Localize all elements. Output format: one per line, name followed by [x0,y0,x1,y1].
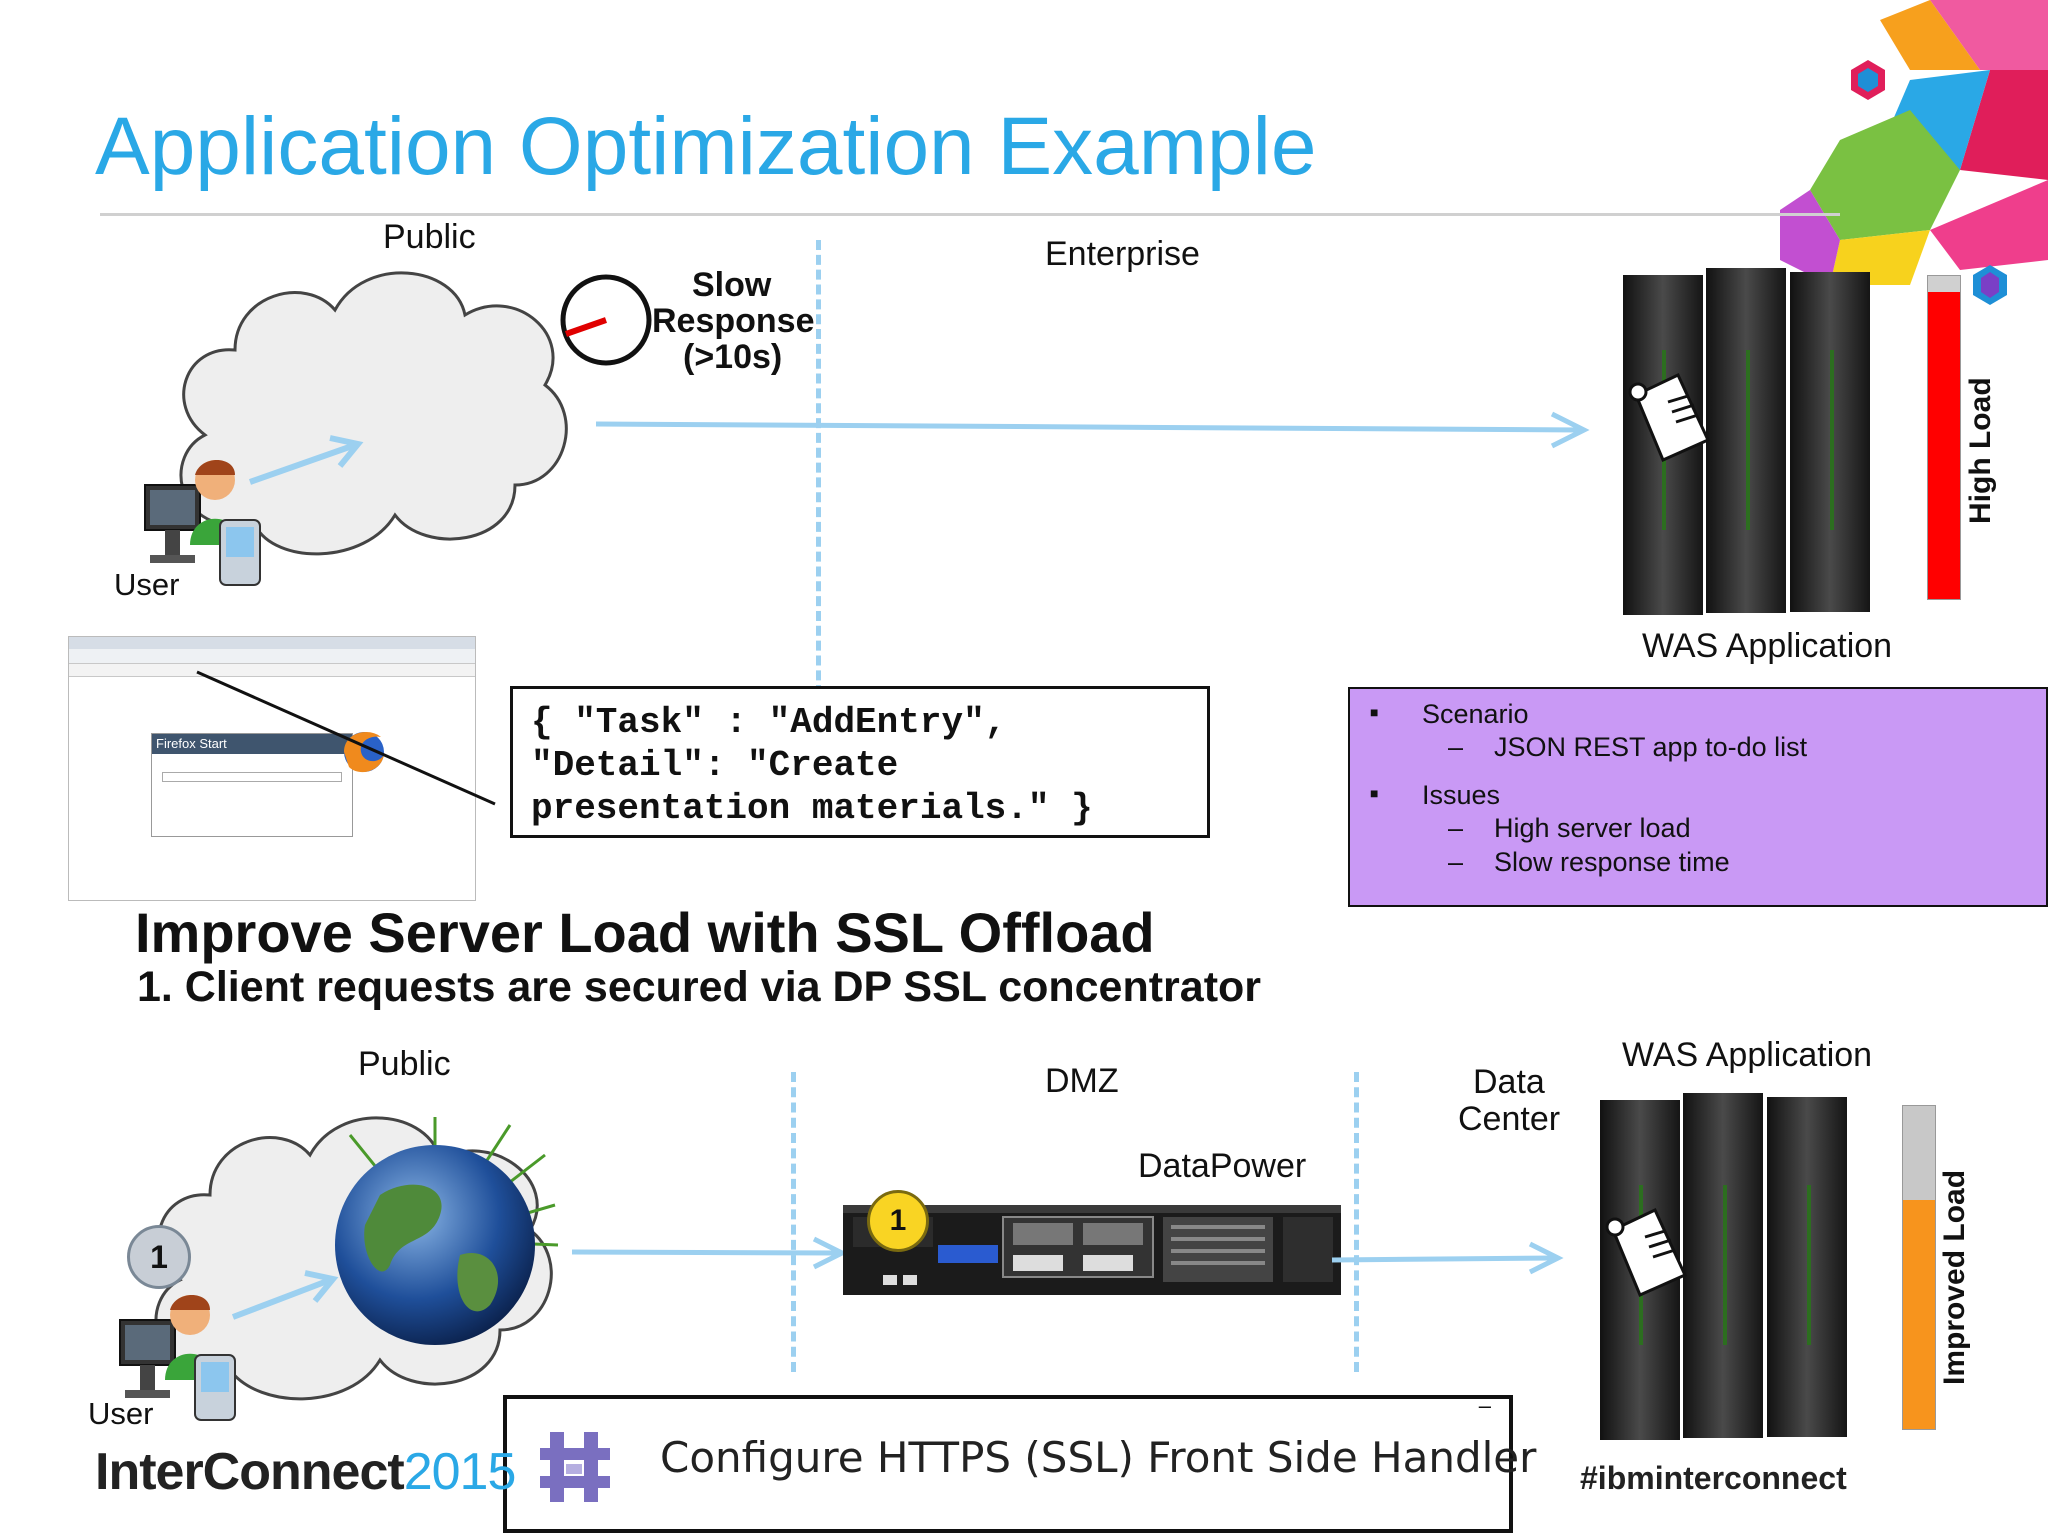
bottom-dmz-label: DMZ [1045,1062,1119,1100]
dmz-right-divider [1354,1072,1359,1372]
to-datapower-arrow [571,1236,848,1270]
bottom-server-rack [1600,1093,1847,1440]
scenario-label: Scenario [1422,699,1529,729]
browser-titlebar [69,637,475,649]
section-subheading: 1. Client requests are secured via DP SS… [137,963,1262,1011]
bottom-public-label: Public [358,1045,451,1083]
datapower-step-badge: 1 [867,1190,929,1252]
dmz-left-divider [791,1072,796,1372]
top-was-label: WAS Application [1642,627,1893,665]
improved-load-fill [1903,1199,1935,1429]
top-user-label: User [114,567,180,602]
scenario-info-box: ■ Scenario – JSON REST app to-do list ■ … [1348,687,2048,907]
high-load-fill [1928,292,1960,599]
issue-slow-response: Slow response time [1494,847,1730,877]
top-user-icon [144,460,261,586]
brand-year: 2015 [403,1443,517,1501]
top-server-rack [1623,268,1870,615]
bottom-request-arrow [231,1270,339,1320]
brand-name: InterConnect [95,1443,405,1501]
improved-load-meter [1902,1105,1936,1430]
top-enterprise-label: Enterprise [1045,235,1200,273]
slow-line-1: Slow [692,266,772,304]
issues-label: Issues [1422,780,1501,810]
front-side-handler-box: – [503,1393,1513,1533]
slow-clock-icon [560,274,652,366]
browser-search-box [162,772,342,782]
dash: – [1448,813,1464,843]
datacenter-label-2: Center [1458,1100,1561,1138]
browser-toolbar [69,649,475,664]
bottom-user-icon [119,1295,236,1421]
bottom-user-label: User [88,1396,154,1431]
hashtag: #ibminterconnect [1580,1460,1847,1496]
handler-text: Configure HTTPS (SSL) Front Side Handler [660,1433,1537,1482]
bullet-square: ■ [1370,785,1379,801]
bottom-was-label: WAS Application [1622,1036,1873,1074]
top-public-label: Public [383,218,476,256]
user-step-badge: 1 [127,1225,191,1289]
browser-screenshot: Firefox Start [68,636,476,901]
handler-icon [540,1432,610,1502]
section-heading: Improve Server Load with SSL Offload [135,901,1155,964]
datapower-label: DataPower [1138,1147,1307,1185]
scenario-detail: JSON REST app to-do list [1494,732,1808,762]
high-load-label: High Load [1964,377,1997,524]
browser-start-panel: Firefox Start [151,733,353,837]
dash: – [1448,732,1464,762]
browser-start-title: Firefox Start [152,734,352,754]
slow-line-2: Response [652,302,815,340]
issue-high-load: High server load [1494,813,1691,843]
page-title: Application Optimization Example [95,101,1317,192]
title-divider [100,213,1840,216]
slow-line-3: (>10s) [683,338,783,376]
top-zone-divider [816,240,821,710]
json-line-1: { "Task" : "AddEntry", [531,702,1007,743]
datapower-appliance [843,1205,1341,1295]
json-line-3: presentation materials." } [531,788,1093,829]
to-was-arrow [1331,1241,1564,1275]
globe-icon [335,1117,559,1345]
high-load-meter [1927,275,1961,600]
interconnect-logo: InterConnect2015 [95,1442,517,1502]
improved-load-label: Improved Load [1938,1169,1971,1385]
json-line-2: "Detail": "Create [531,745,899,786]
top-request-arrow [249,435,364,485]
top-cloud [179,271,568,556]
browser-bookmarks [69,664,475,677]
top-main-arrow [595,411,1590,449]
datacenter-label-1: Data [1473,1063,1545,1101]
bullet-square: ■ [1370,704,1379,720]
dash: – [1448,847,1464,877]
callout-line [196,670,496,806]
minimize-icon: – [1478,1393,1491,1418]
